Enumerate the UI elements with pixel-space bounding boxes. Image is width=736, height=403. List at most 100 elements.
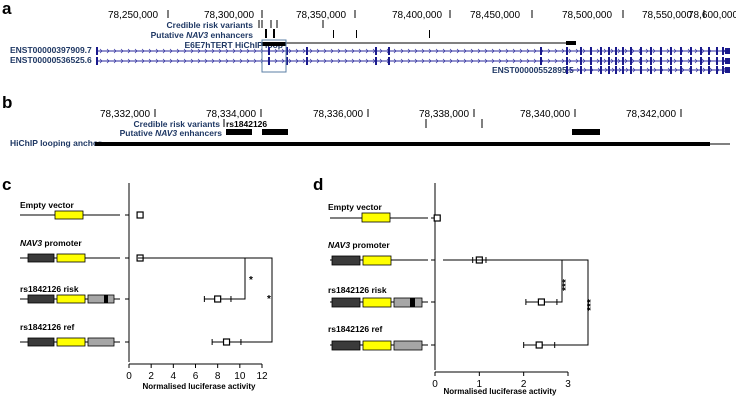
gene-exon: [580, 47, 582, 55]
data-point: [537, 298, 546, 306]
x-tick-label: 3: [565, 379, 571, 390]
gene-exon: [96, 47, 98, 55]
panel-b-hichip-anchor: [95, 142, 730, 146]
panel-a-coord: 78,450,000: [470, 10, 520, 21]
gene-exon: [700, 66, 702, 74]
panel-a-credible-label: Credible risk variants: [167, 20, 254, 30]
gene-end-marker: [725, 48, 730, 54]
panel-b: b 78,332,000 78,334,000 78,336,000 78,33…: [2, 93, 730, 148]
gene-exon: [622, 66, 624, 74]
gene-exon: [670, 47, 672, 55]
panel-b-coord: 78,334,000: [206, 109, 256, 120]
panel-c: c Empty vector NAV3 promoter rs1842126 r…: [2, 175, 273, 391]
panel-d-xlabel: Normalised luciferase activity: [444, 387, 557, 396]
panel-c-points: [136, 211, 242, 346]
panel-c-construct-label: rs1842126 risk: [20, 284, 79, 294]
gene-exon: [600, 57, 602, 65]
panel-d-sig-outer: ***: [586, 299, 597, 311]
gene-exon: [540, 57, 542, 65]
panel-a-putative-label: Putative NAV3 enhancers: [151, 30, 254, 40]
gene-exon: [660, 47, 662, 55]
gene-exon: [590, 47, 592, 55]
gene-exon: [580, 66, 582, 74]
panel-a-coord: 78,250,000: [108, 10, 158, 21]
panel-b-credible-label: Credible risk variants: [134, 119, 221, 129]
panel-a-transcript-2: ENST00000536525.6: [10, 55, 92, 65]
gene-exon: [630, 57, 632, 65]
gene-exon: [268, 47, 270, 55]
gene-exon: [306, 47, 308, 55]
panel-a-coord: 78,300,000: [204, 10, 254, 21]
x-tick-label: 1: [477, 379, 483, 390]
gene-exon: [600, 66, 602, 74]
x-tick-label: 4: [171, 371, 177, 382]
gene-exon: [650, 66, 652, 74]
panel-a-coord: 78,350,000: [296, 10, 346, 21]
gene-exon: [690, 66, 692, 74]
gene-exon: [680, 47, 682, 55]
gene-exon: [716, 47, 718, 55]
data-point: [214, 295, 222, 303]
panel-b-coord: 78,336,000: [313, 109, 363, 120]
panel-b-putative-label: Putative NAV3 enhancers: [120, 128, 223, 138]
panel-c-xlabel: Normalised luciferase activity: [143, 382, 256, 391]
gene-exon: [716, 57, 718, 65]
gene-exon: [566, 57, 568, 65]
panel-b-credible-ticks: [223, 119, 483, 128]
panel-d-construct-label: rs1842126 ref: [328, 324, 383, 334]
panel-b-snp-label: rs1842126: [226, 119, 267, 129]
gene-exon: [640, 66, 642, 74]
gene-exon: [640, 47, 642, 55]
panel-c-sig-inner: *: [249, 275, 253, 286]
panel-d-construct-label: rs1842126 risk: [328, 285, 387, 295]
x-tick-label: 2: [521, 379, 527, 390]
gene-exon: [388, 47, 390, 55]
panel-c-letter: c: [2, 175, 11, 194]
gene-exon: [630, 47, 632, 55]
panel-b-coord: 78,338,000: [419, 109, 469, 120]
panel-c-construct-label: rs1842126 ref: [20, 322, 75, 332]
panel-b-enhancers: [226, 129, 600, 135]
gene-exon: [600, 47, 602, 55]
panel-d-points: [433, 214, 558, 349]
gene-exon: [708, 66, 710, 74]
panel-c-construct-label: NAV3 promoter: [20, 238, 82, 248]
gene-exon: [660, 57, 662, 65]
panel-d-sig-inner: ***: [561, 279, 572, 291]
panel-a-letter: a: [2, 0, 12, 18]
gene-end-marker: [725, 67, 730, 73]
gene-exon: [388, 57, 390, 65]
gene-exon: [96, 57, 98, 65]
gene-exon: [608, 66, 610, 74]
gene-exon: [670, 57, 672, 65]
gene-exon: [722, 66, 724, 74]
gene-exon: [268, 57, 270, 65]
panel-d-construct-label: NAV3 promoter: [328, 240, 390, 250]
gene-exon: [580, 57, 582, 65]
gene-exon: [540, 47, 542, 55]
gene-exon: [375, 57, 377, 65]
panel-d-letter: d: [313, 175, 323, 194]
gene-exon: [608, 47, 610, 55]
gene-exon: [286, 57, 288, 65]
panel-c-constructs: [20, 210, 120, 347]
panel-a-ruler: 78,250,000 78,300,000 78,350,000 78,400,…: [108, 10, 736, 21]
gene-exon: [670, 66, 672, 74]
x-tick-label: 12: [256, 371, 268, 382]
gene-exon: [306, 57, 308, 65]
panel-a: a 78,250,000 78,300,000 78,350,000 78,40…: [2, 0, 736, 75]
panel-d: d Empty vector NAV3 promoter rs1842126 r…: [313, 175, 597, 396]
panel-d-construct-label: Empty vector: [328, 202, 383, 212]
panel-a-coord: 78,600,000: [688, 10, 736, 21]
gene-exon: [608, 57, 610, 65]
gene-exon: [660, 66, 662, 74]
panel-a-credible-ticks: [258, 20, 324, 28]
x-tick-label: 10: [234, 371, 246, 382]
x-tick-label: 2: [148, 371, 154, 382]
gene-exon: [622, 57, 624, 65]
data-point: [433, 214, 441, 222]
panel-c-brackets: [138, 257, 273, 343]
panel-a-hichip-label: E6E7hTERT HiChIP loop: [184, 40, 283, 50]
